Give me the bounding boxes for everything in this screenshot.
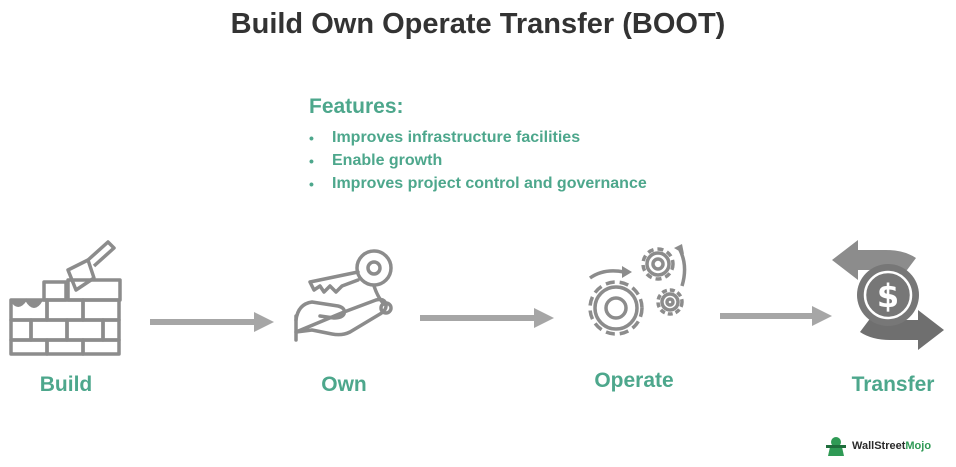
arrow-right-icon: [420, 308, 554, 328]
features-list: •Improves infrastructure facilities •Ena…: [309, 127, 647, 196]
diagram-title: Build Own Operate Transfer (BOOT): [230, 8, 726, 40]
arrow-right-icon: [720, 306, 832, 326]
arrow-right-icon: [150, 312, 274, 332]
bullet-icon: •: [309, 176, 314, 192]
gears-icon: [588, 244, 687, 336]
stage-label-own: Own: [321, 373, 367, 396]
svg-text:$: $: [877, 277, 899, 315]
feature-item: •Improves project control and governance: [309, 173, 647, 196]
hand-with-key-icon: [294, 249, 393, 342]
bullet-icon: •: [309, 153, 314, 169]
dollar-exchange-icon: $: [832, 240, 944, 350]
brand-name-part1: WallStreet: [852, 440, 906, 452]
stage-label-build: Build: [39, 373, 93, 396]
feature-item: •Enable growth: [309, 150, 647, 173]
features-heading: Features:: [309, 95, 404, 118]
brand-name-part2: Mojo: [905, 440, 932, 452]
bullet-icon: •: [309, 130, 314, 146]
stage-label-transfer: Transfer: [851, 373, 935, 396]
brand-mascot-icon: [826, 437, 846, 456]
brick-wall-trowel-icon: [9, 240, 122, 356]
feature-item: •Improves infrastructure facilities: [309, 127, 647, 150]
stage-label-operate: Operate: [594, 369, 674, 392]
